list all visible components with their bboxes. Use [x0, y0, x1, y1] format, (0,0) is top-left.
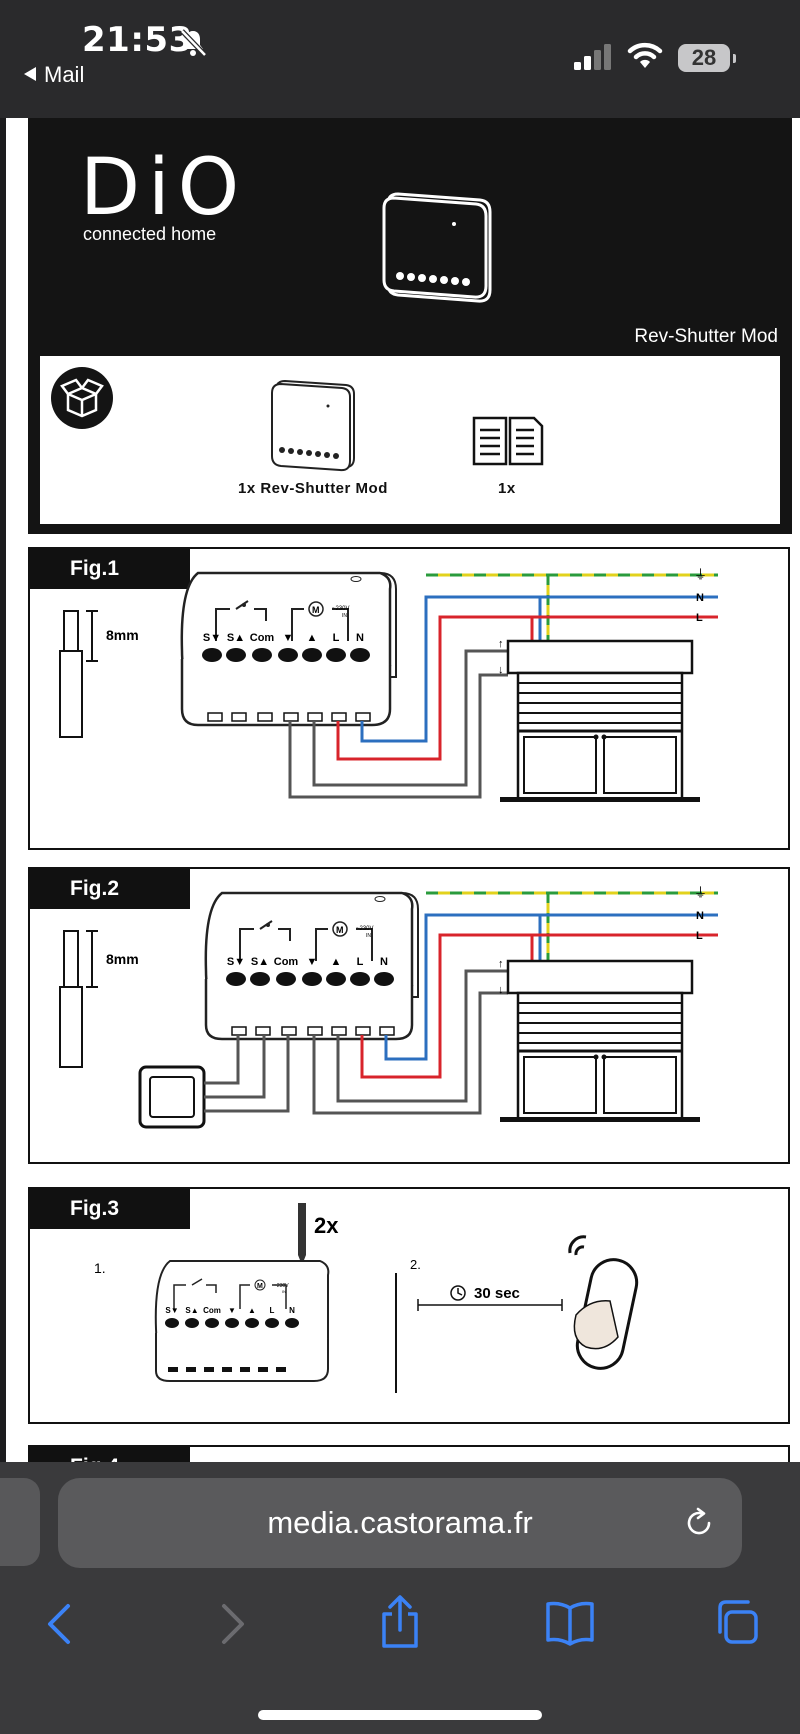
terminal-label: Com [250, 632, 275, 644]
module-quantity-label: 1x Rev-Shutter Mod [238, 480, 388, 497]
terminal-label: ▼ [228, 1306, 236, 1315]
strip-length-label: 8mm [106, 951, 139, 967]
terminal-label: L [270, 1306, 275, 1315]
figure-3: Fig.3 1. 2x M ~230V IN S▼ S▲ Com [28, 1187, 790, 1424]
figure-label: Fig.3 [30, 1189, 190, 1229]
wifi-icon [627, 42, 663, 68]
terminal-label: ▲ [248, 1306, 256, 1315]
figure-label: Fig.4 [30, 1447, 190, 1462]
terminal-label: ▼ [283, 632, 294, 644]
back-to-app-link[interactable]: Mail [24, 62, 84, 88]
voltage-label: ~230V [274, 1283, 289, 1289]
terminal-label: S▼ [203, 632, 221, 644]
terminal-label: N [380, 956, 388, 968]
back-app-label: Mail [44, 62, 85, 87]
previous-tab-peek[interactable] [0, 1478, 40, 1566]
manual-quantity-label: 1x [498, 480, 516, 497]
terminal-label: Com [274, 956, 299, 968]
terminal-label: Com [203, 1306, 221, 1315]
voltage-sub-label: IN [342, 613, 347, 619]
product-title: Rev-Shutter Mod [634, 326, 778, 347]
figure-2: Fig.2 8mm M ~230V IN S▼ [28, 867, 790, 1164]
neutral-label: N [696, 910, 704, 922]
document-header: DiO connected home Rev-Shutter Mod [28, 118, 792, 534]
neutral-label: N [696, 592, 704, 604]
status-bar: 21:53 Mail 28 [0, 0, 800, 118]
module-product-image [271, 379, 355, 472]
voltage-label: ~230V [332, 606, 350, 612]
motor-symbol: M [257, 1283, 263, 1290]
pdf-document[interactable]: DiO connected home Rev-Shutter Mod [6, 118, 800, 1462]
box-contents-panel: 1x Rev-Shutter Mod 1x [40, 356, 780, 524]
voltage-sub-label: IN [366, 933, 371, 939]
step-2-label: 2. [410, 1257, 421, 1272]
press-count: 2x [314, 1213, 339, 1238]
up-arrow: ↑ [498, 958, 504, 970]
duration-label: 30 sec [474, 1285, 520, 1302]
figure-4: Fig.4 [28, 1445, 790, 1462]
tabs-icon[interactable] [714, 1598, 762, 1646]
wiring-diagram-1: 8mm M ~230V IN S▼ S▲ Com ▼ [59, 567, 718, 802]
terminal-label: L [333, 632, 340, 644]
terminal-label: ▼ [307, 956, 318, 968]
terminal-label: N [356, 632, 364, 644]
cellular-signal-icon [574, 44, 611, 70]
terminal-label: ▲ [331, 956, 342, 968]
url-text: media.castorama.fr [267, 1505, 533, 1540]
terminal-label: S▲ [185, 1306, 198, 1315]
terminal-label: S▲ [227, 632, 245, 644]
figure-label: Fig.1 [30, 549, 190, 589]
motor-symbol: M [312, 605, 320, 615]
battery-icon: 28 [678, 44, 736, 72]
brand-tagline: connected home [83, 224, 217, 244]
terminal-label: S▲ [251, 956, 269, 968]
earth-symbol: ⏚ [694, 567, 707, 582]
live-label: L [696, 930, 703, 942]
module-illustration [382, 192, 492, 303]
share-icon[interactable] [376, 1594, 424, 1650]
terminal-label: N [289, 1306, 295, 1315]
step-1-label: 1. [94, 1260, 106, 1276]
earth-symbol: ⏚ [694, 885, 707, 900]
down-arrow: ↓ [498, 984, 504, 996]
figure-1: Fig.1 8mm M ~230V [28, 547, 790, 850]
motor-symbol: M [336, 925, 344, 935]
back-triangle-icon [24, 67, 36, 81]
clock: 21:53 [82, 20, 193, 60]
wiring-diagram-2: 8mm M ~230V IN S▼ S▲ Com ▼ ▲ L [59, 885, 718, 1129]
dio-logo: DiO [80, 143, 248, 233]
voltage-label: ~230V [356, 926, 374, 932]
reload-icon[interactable] [682, 1506, 716, 1540]
box-contents-icon [51, 367, 113, 429]
figure-label: Fig.2 [30, 869, 190, 909]
down-arrow: ↓ [498, 664, 504, 676]
forward-icon[interactable] [212, 1602, 252, 1646]
manual-icon [472, 416, 544, 466]
up-arrow: ↑ [498, 638, 504, 650]
strip-length-label: 8mm [106, 627, 139, 643]
voltage-sub-label: IN [282, 1289, 286, 1294]
terminal-label: S▼ [227, 956, 245, 968]
pairing-diagram: 1. 2x M ~230V IN S▼ S▲ Com ▼ [94, 1203, 639, 1393]
terminal-label: S▼ [165, 1306, 178, 1315]
bookmarks-icon[interactable] [544, 1600, 596, 1646]
address-bar[interactable]: media.castorama.fr [58, 1478, 742, 1568]
live-label: L [696, 612, 703, 624]
bell-muted-icon [180, 29, 207, 57]
back-icon[interactable] [40, 1602, 80, 1646]
browser-toolbar: media.castorama.fr [0, 1462, 800, 1734]
terminal-label: ▲ [307, 632, 318, 644]
home-indicator[interactable] [258, 1710, 542, 1720]
terminal-label: L [357, 956, 364, 968]
